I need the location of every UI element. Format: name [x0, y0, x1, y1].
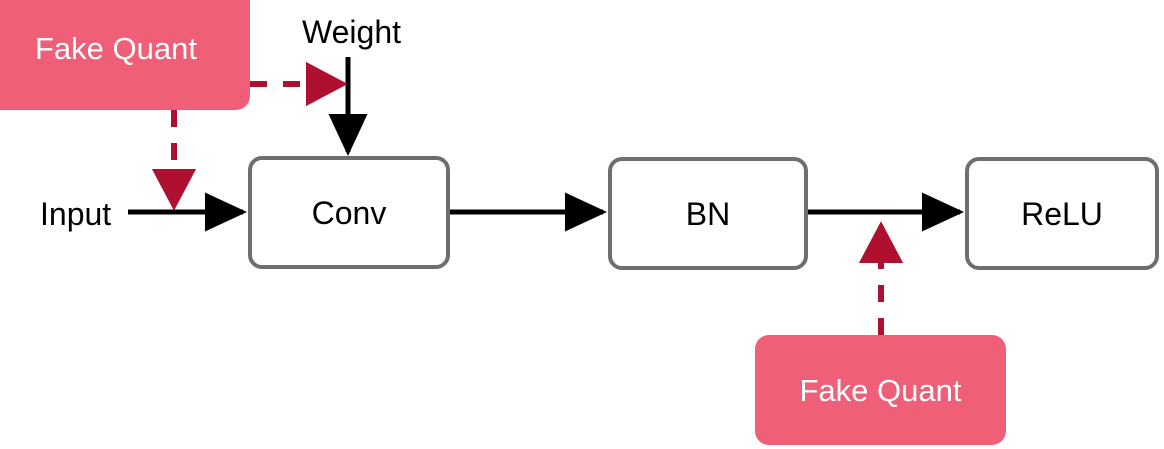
node-conv[interactable]: Conv [248, 156, 450, 269]
node-label-relu: ReLU [1021, 195, 1103, 232]
node-label-conv: Conv [311, 194, 387, 231]
node-bn[interactable]: BN [608, 157, 808, 270]
node-label-bn: BN [685, 195, 731, 232]
node-relu[interactable]: ReLU [965, 157, 1159, 270]
node-fake-quant-bottom[interactable]: Fake Quant [755, 335, 1006, 445]
label-weight: Weight [302, 14, 402, 50]
label-input: Input [40, 196, 112, 232]
node-fake-quant-top[interactable]: Fake Quant [0, 0, 250, 110]
node-label-fake-quant-bottom: Fake Quant [799, 372, 962, 408]
node-label-fake-quant-top: Fake Quant [35, 30, 197, 66]
